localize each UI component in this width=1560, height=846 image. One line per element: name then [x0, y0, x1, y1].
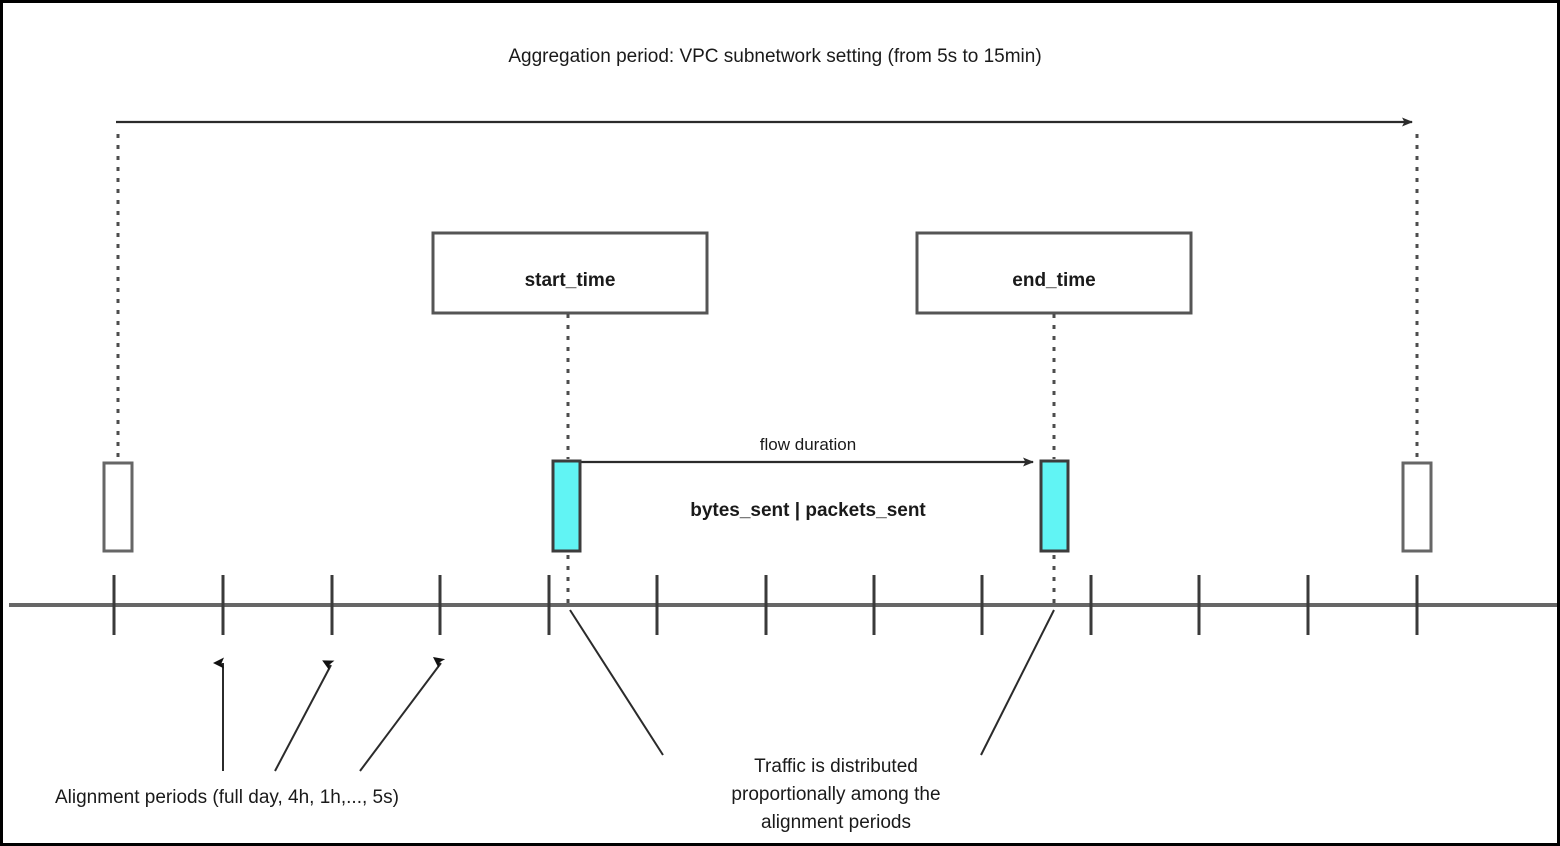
flow-metrics-label: bytes_sent | packets_sent: [690, 500, 926, 521]
start-time-box: [431, 231, 709, 315]
end-time-label: end_time: [1012, 270, 1095, 291]
distribution-caption-line-3: alignment periods: [761, 812, 911, 833]
start-time-flow-bar: [551, 459, 582, 553]
end-time-box: [915, 231, 1193, 315]
distribution-caption-line-1: Traffic is distributed: [754, 756, 918, 777]
timeline-ticks: [112, 575, 1419, 635]
distribution-leader-line-left: [569, 609, 664, 756]
end-time-flow-bar: [1039, 459, 1070, 553]
distribution-leader-line-right: [980, 609, 1055, 756]
distribution-caption-line-2: proportionally among the: [731, 784, 940, 805]
start-time-label: start_time: [525, 270, 616, 291]
diagram-title: Aggregation period: VPC subnetwork setti…: [508, 46, 1041, 67]
alignment-arrow-diagonal-2: [359, 657, 446, 772]
left-alignment-boundary-bar: [102, 461, 134, 553]
vpc-flow-log-timing-diagram: Aggregation period: VPC subnetwork setti…: [9, 46, 1557, 833]
alignment-periods-caption: Alignment periods (full day, 4h, 1h,...,…: [55, 787, 399, 808]
alignment-arrow-diagonal-1: [274, 660, 335, 772]
flow-duration-label: flow duration: [760, 435, 856, 454]
alignment-period-callout-arrows: [213, 657, 446, 772]
right-alignment-boundary-bar: [1401, 461, 1433, 553]
